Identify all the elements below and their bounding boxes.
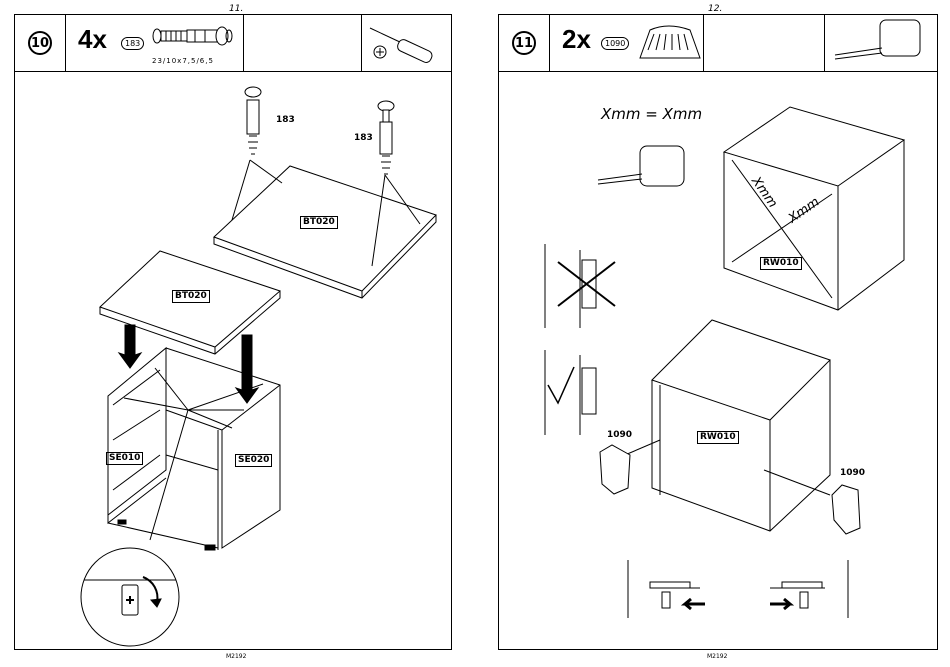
clip-part-icon [640,26,700,58]
screwdriver-icon [370,28,434,64]
bottom-detail-right [770,560,848,618]
tape-measure-drawing [598,146,684,186]
cabinet-carcass-drawing [108,348,280,550]
bottom-detail-left [628,560,705,618]
top-panel-drawing [214,87,436,298]
cabinet-front-view-drawing [625,320,830,531]
tape-measure-icon [835,20,920,59]
clip-left-drawing [600,445,630,494]
bolt-part-icon [153,27,232,45]
cabinet-back-view-drawing [724,107,904,332]
detail-zoom-circle [81,548,179,646]
wrong-mount-detail [545,244,615,328]
clip-right-drawing [832,485,860,534]
correct-mount-detail [545,350,596,435]
